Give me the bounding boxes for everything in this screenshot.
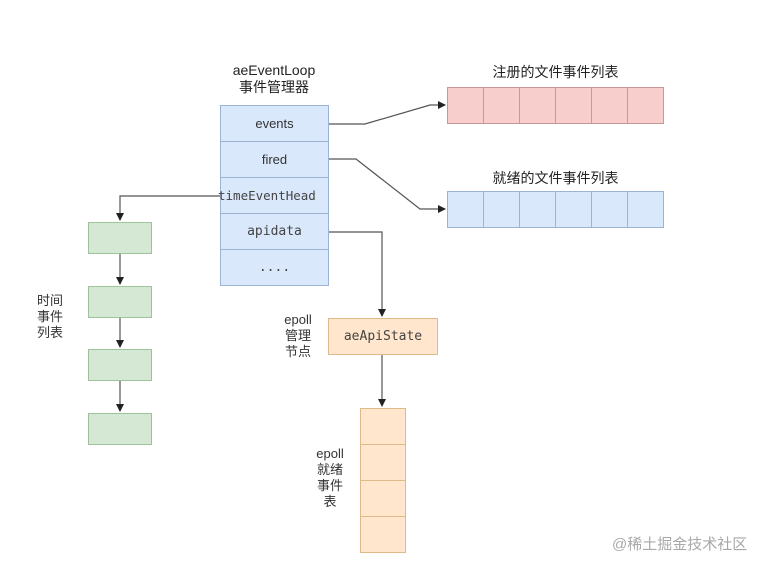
registered-list-cell bbox=[627, 87, 664, 124]
field-more: .... bbox=[220, 249, 329, 286]
caption-line: 事件 bbox=[36, 309, 63, 324]
field-label: fired bbox=[261, 152, 288, 167]
field-fired: fired bbox=[220, 141, 329, 178]
event-loop-title: aeEventLoop 事件管理器 bbox=[214, 62, 334, 96]
epoll-ready-cell bbox=[360, 480, 406, 517]
api-state-label: aeApiState bbox=[343, 329, 423, 344]
caption-line: epoll bbox=[284, 312, 312, 327]
event-loop-title-desc: 事件管理器 bbox=[239, 79, 309, 95]
caption-line: 时间 bbox=[36, 293, 63, 308]
field-label: .... bbox=[258, 260, 291, 275]
caption-line: epoll bbox=[316, 446, 344, 461]
fired-list-cell bbox=[591, 191, 628, 228]
fired-list-cell bbox=[483, 191, 520, 228]
time-event-node bbox=[88, 413, 152, 446]
apidata-arrow bbox=[328, 231, 386, 317]
field-time-event-head: timeEventHead bbox=[218, 177, 329, 214]
epoll-ready-cell bbox=[360, 516, 406, 553]
event-loop-title-name: aeEventLoop bbox=[232, 62, 316, 78]
field-events: events bbox=[220, 105, 329, 142]
time-event-node bbox=[88, 349, 152, 382]
caption-line: 节点 bbox=[284, 344, 311, 359]
registered-list-cell bbox=[483, 87, 520, 124]
caption-line: 列表 bbox=[36, 325, 63, 340]
field-label: apidata bbox=[247, 224, 302, 239]
registered-list-cell bbox=[519, 87, 556, 124]
fired-list-cell bbox=[555, 191, 592, 228]
field-label: timeEventHead bbox=[218, 188, 316, 203]
epoll-ready-caption: epoll 就绪 事件 表 bbox=[310, 446, 350, 510]
caption-line: 管理 bbox=[284, 328, 311, 343]
time-event-node bbox=[88, 222, 152, 254]
registered-list-title: 注册的文件事件列表 bbox=[492, 64, 619, 80]
fired-list-title: 就绪的文件事件列表 bbox=[492, 170, 619, 186]
fired-list-cell bbox=[627, 191, 664, 228]
time-head-arrow bbox=[116, 195, 220, 221]
epoll-ready-cell bbox=[360, 444, 406, 481]
caption-line: 就绪 bbox=[316, 462, 343, 477]
fired-list-cell bbox=[447, 191, 484, 228]
epoll-ready-cell bbox=[360, 408, 406, 445]
time-events-caption: 时间 事件 列表 bbox=[32, 293, 68, 341]
api-state-node: aeApiState bbox=[328, 318, 438, 355]
fired-arrow bbox=[328, 158, 446, 213]
events-arrow bbox=[328, 101, 446, 125]
time-event-node bbox=[88, 285, 152, 318]
field-apidata: apidata bbox=[220, 213, 329, 250]
field-label: events bbox=[255, 116, 294, 131]
registered-list-cell bbox=[447, 87, 484, 124]
watermark: @稀土掘金技术社区 bbox=[612, 536, 748, 553]
fired-list-cell bbox=[519, 191, 556, 228]
api-state-caption: epoll 管理 节点 bbox=[278, 312, 318, 360]
registered-list-cell bbox=[591, 87, 628, 124]
caption-line: 表 bbox=[323, 494, 337, 509]
registered-list-cell bbox=[555, 87, 592, 124]
caption-line: 事件 bbox=[316, 478, 343, 493]
